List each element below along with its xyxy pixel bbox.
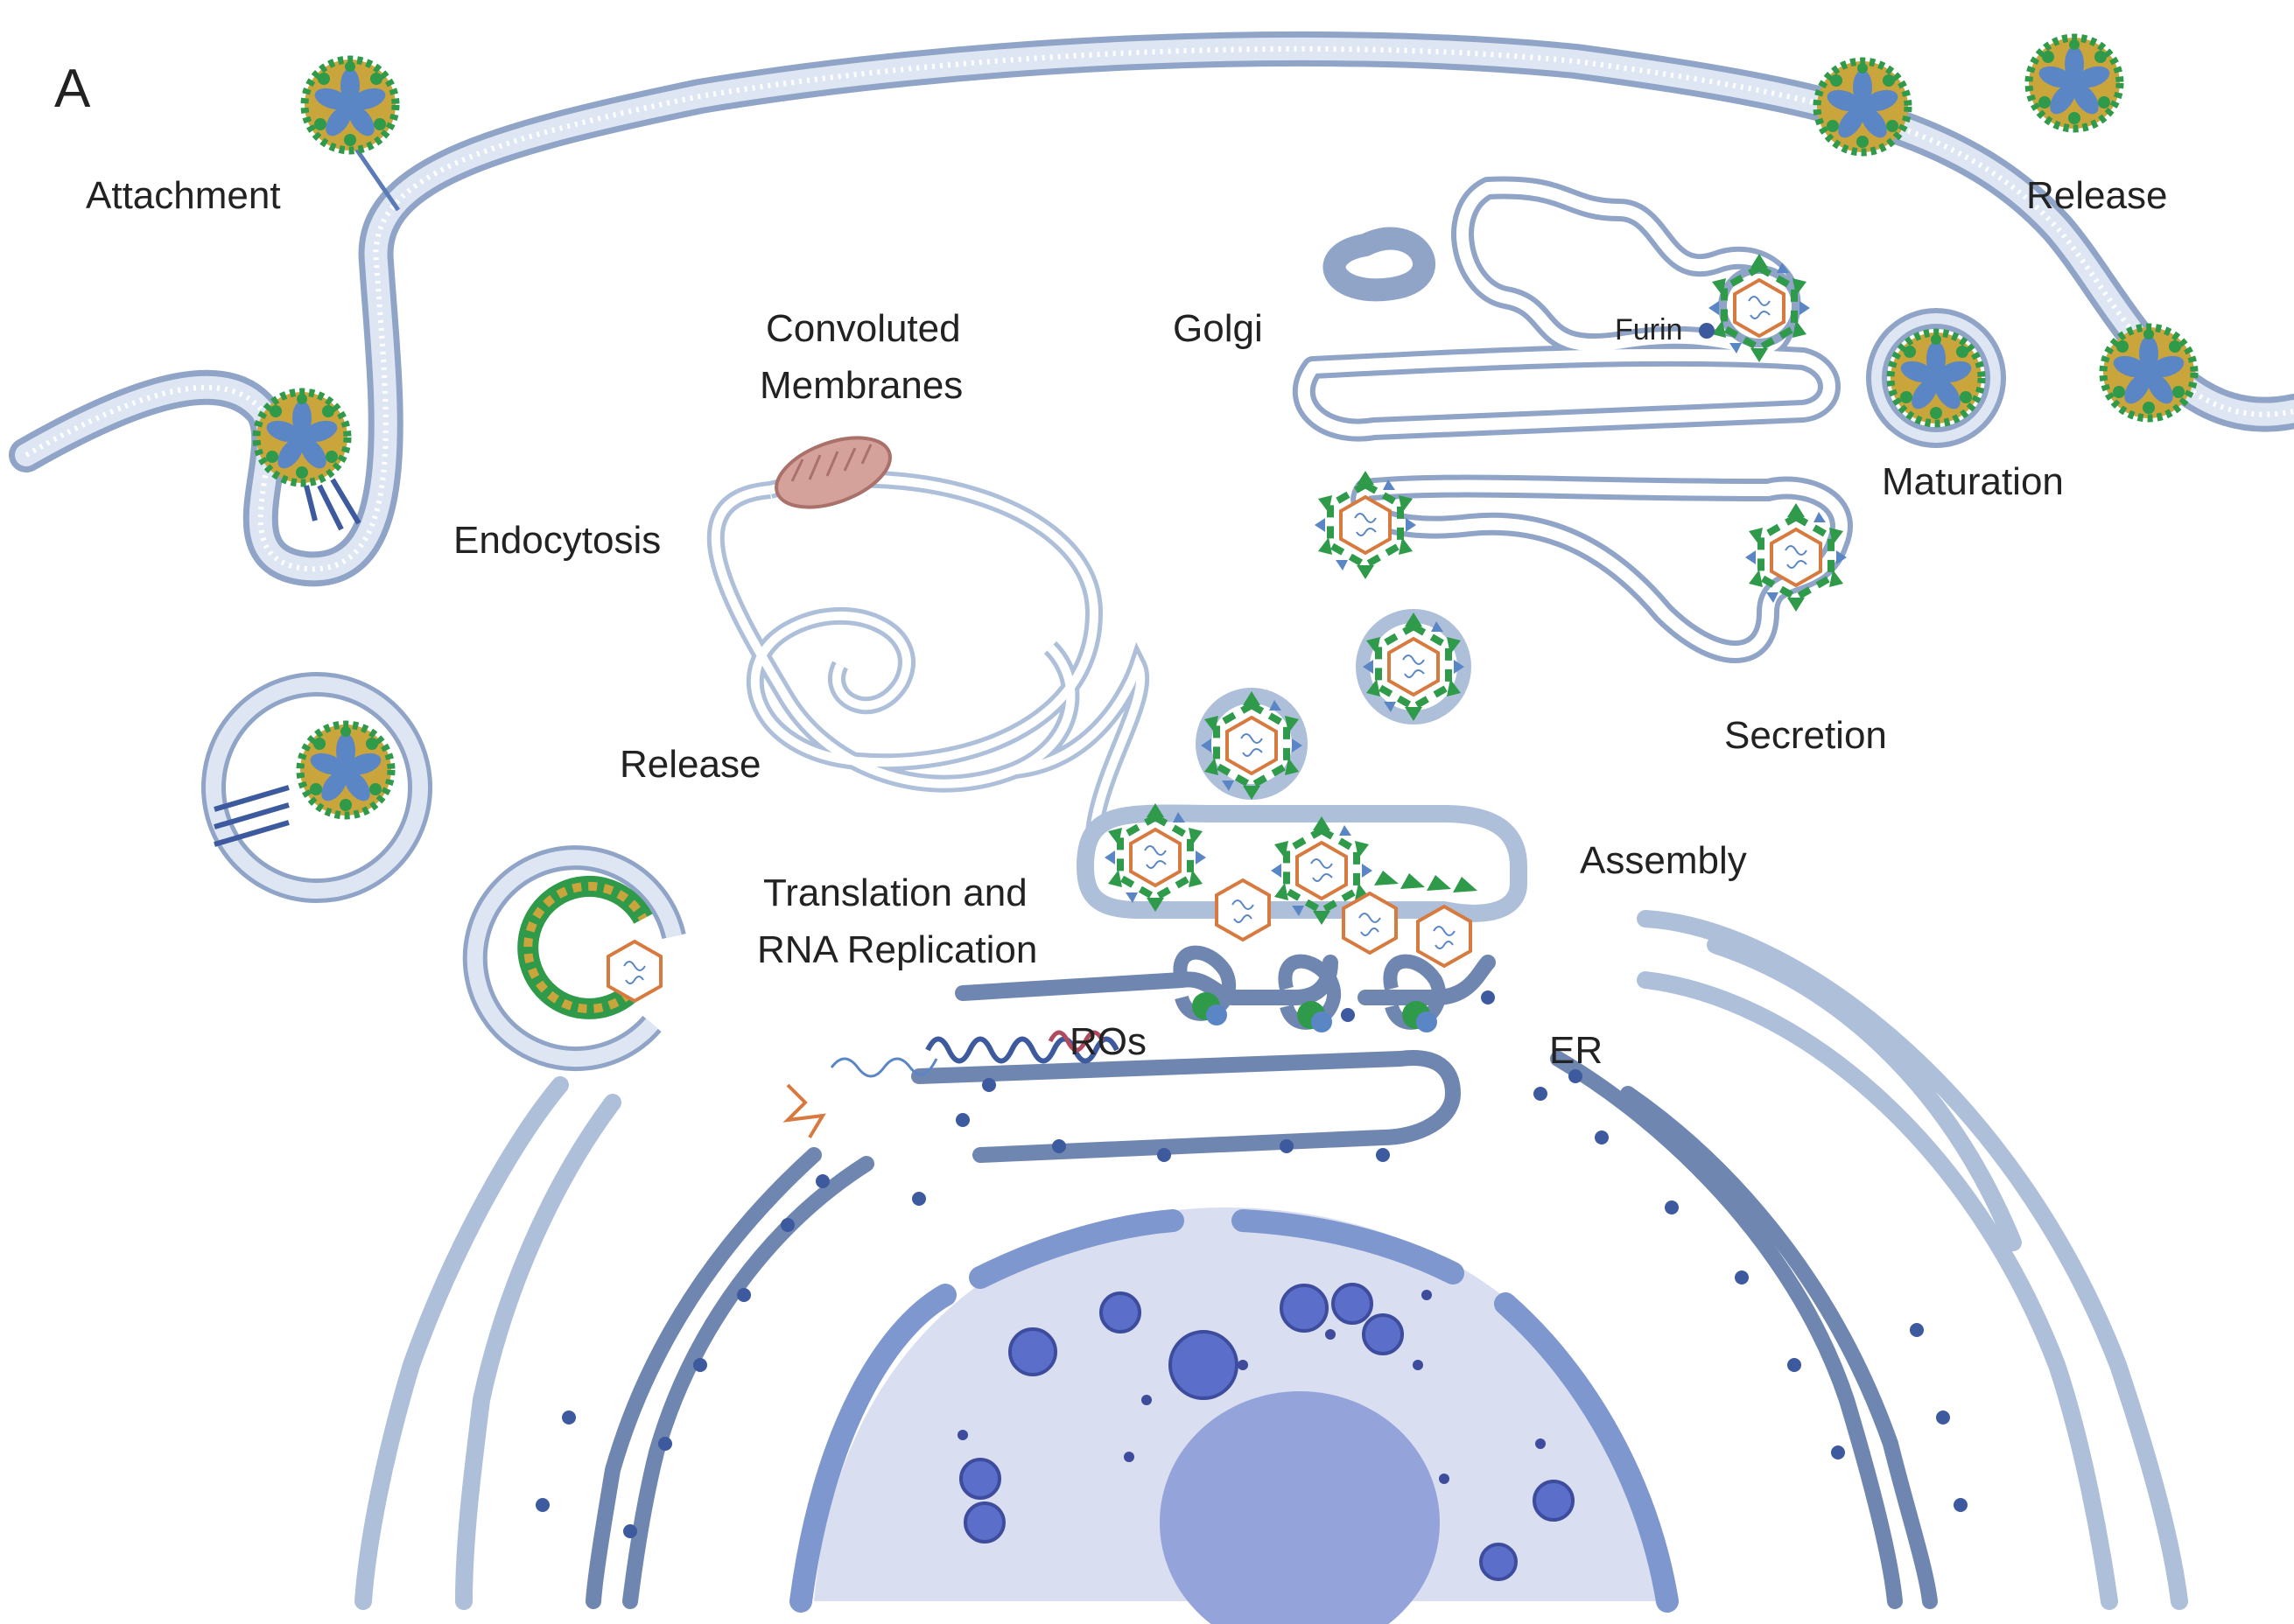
label-attachment: Attachment [86, 174, 281, 217]
label-convoluted-2: Membranes [760, 364, 963, 407]
polyprotein-rna [782, 1030, 1119, 1139]
label-maturation: Maturation [1882, 460, 2064, 503]
er-outer-pale [354, 910, 2188, 1610]
er-assembly-compartment [1076, 688, 1527, 968]
endosome [201, 672, 432, 903]
mitochondrion [775, 436, 892, 509]
label-secretion: Secretion [1724, 714, 1887, 757]
labels: A Attachment Endocytosis Release Convolu… [54, 59, 2167, 1072]
er-inner [586, 955, 1938, 1609]
label-furin: Furin [1615, 313, 1682, 346]
label-er: ER [1549, 1029, 1603, 1072]
label-translation-2: RNA Replication [757, 928, 1037, 971]
ribosomes [536, 990, 1968, 1538]
label-golgi: Golgi [1173, 307, 1263, 350]
convoluted-membranes [706, 470, 1163, 890]
panel-letter: A [54, 59, 91, 119]
nucleus [789, 1208, 1679, 1624]
golgi-virions [1315, 254, 1847, 612]
label-release-top-right: Release [2026, 174, 2167, 217]
ro-complexes [1192, 992, 1437, 1032]
label-ros: ROs [1070, 1020, 1147, 1063]
secretion-vesicle [1356, 609, 1471, 724]
label-assembly: Assembly [1580, 839, 1747, 882]
label-release-left: Release [620, 743, 761, 786]
plasma-membrane [9, 31, 2294, 587]
label-convoluted-1: Convoluted [766, 307, 961, 350]
attachment-virion [305, 60, 401, 212]
endocytosis-virion [256, 392, 361, 531]
label-endocytosis: Endocytosis [453, 519, 661, 562]
label-translation-1: Translation and [763, 872, 1028, 914]
fusion-endosome [462, 845, 686, 1072]
maturation-vesicle [1866, 308, 2006, 448]
